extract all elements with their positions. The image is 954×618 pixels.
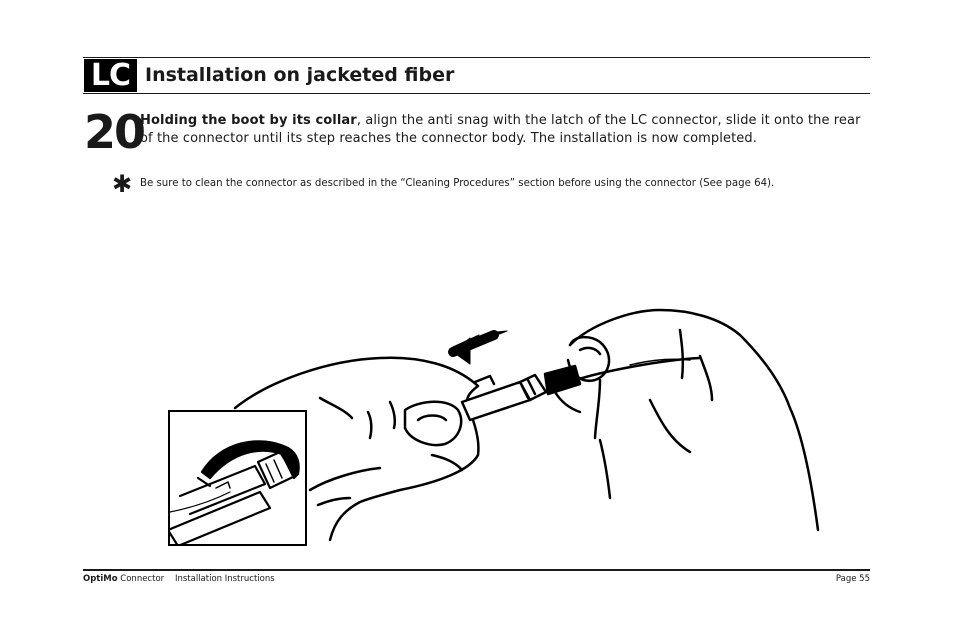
header-rule (83, 93, 870, 94)
footer-doc-title: Installation Instructions (174, 574, 275, 584)
lc-badge: LC (84, 59, 137, 92)
step-number: 20 (84, 105, 146, 159)
step-bold-lead: Holding the boot by its collar (140, 113, 357, 128)
connector-body (460, 380, 532, 422)
step-instruction-text: , align the anti snag with the latch of … (140, 113, 861, 146)
step-instruction: Holding the boot by its collar, align th… (140, 112, 871, 148)
right-hand (568, 308, 820, 532)
section-title: Installation on jacketed fiber (145, 64, 455, 86)
note-text: Be sure to clean the connector as descri… (140, 178, 775, 189)
footer-brand: OptiMo (83, 574, 118, 584)
page-number: Page 55 (835, 574, 870, 584)
footer-product: Connector (117, 574, 165, 584)
footer-rule (83, 569, 870, 571)
detail-inset (168, 410, 307, 546)
asterisk-icon: ✱ (112, 170, 133, 198)
top-rule (83, 57, 870, 58)
hands-connector-illustration (233, 308, 820, 542)
footer-doc-info: OptiMo Connector Installation Instructio… (83, 573, 275, 585)
